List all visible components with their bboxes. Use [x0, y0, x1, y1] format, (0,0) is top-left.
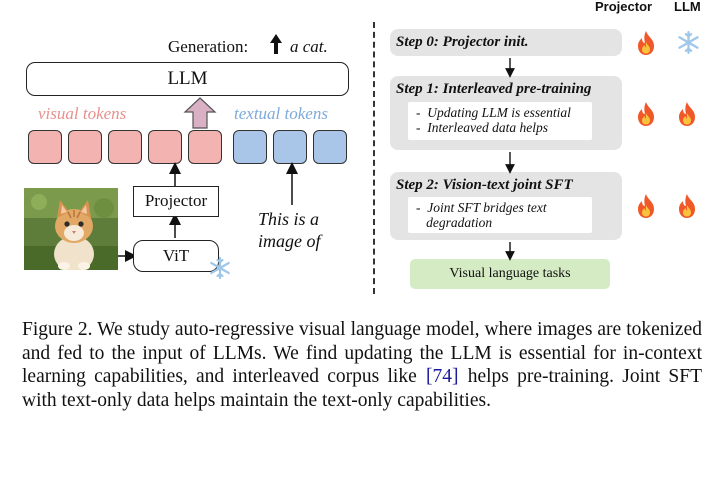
- snowflake-icon: [208, 256, 232, 280]
- fire-icon: [635, 101, 657, 127]
- textual-token: [273, 130, 307, 164]
- flow-arrows: [505, 58, 515, 261]
- text-input-line-1: This is a: [258, 209, 320, 229]
- fire-icon: [676, 193, 698, 219]
- visual-token: [188, 130, 222, 164]
- bullet-item: - Updating LLM is essential: [416, 105, 571, 120]
- visual-token: [68, 130, 102, 164]
- generation-output: a cat.: [290, 37, 328, 56]
- caption-text-end: helps pre-training. Joint SFT with text-…: [22, 366, 703, 411]
- step-1-title: Step 1: Interleaved pre-training: [396, 81, 592, 97]
- text-input-line-2: image of: [258, 231, 321, 251]
- architecture-diagram: Generation: a cat. LLM visual tokens tex…: [0, 0, 365, 300]
- visual-token: [108, 130, 142, 164]
- textual-tokens-label: textual tokens: [234, 104, 328, 123]
- llm-block: LLM: [26, 62, 349, 96]
- vit-block: ViT: [133, 240, 219, 272]
- connector-arrows: [117, 162, 298, 262]
- visual-token: [148, 130, 182, 164]
- generation-label: Generation:: [168, 37, 249, 56]
- textual-token: [313, 130, 347, 164]
- training-pipeline: Projector LLM Step 0: Projector init. St…: [380, 0, 718, 300]
- caption-text: Figure 2. We study auto-regressive visua…: [22, 319, 702, 388]
- bullet-item: degradation: [426, 215, 493, 230]
- cat-image: [24, 188, 118, 270]
- citation-link[interactable]: [74]: [425, 366, 459, 388]
- fire-icon: [676, 101, 698, 127]
- projector-block: Projector: [133, 186, 219, 217]
- visual-tokens-label: visual tokens: [38, 104, 127, 123]
- figure-caption: Figure 2. We study auto-regressive visua…: [22, 318, 702, 412]
- divider: [373, 22, 375, 294]
- step-1-box: Step 1: Interleaved pre-training - Updat…: [390, 76, 622, 150]
- up-arrow-icon: [269, 33, 283, 55]
- header-projector: Projector: [595, 0, 653, 14]
- visual-token: [28, 130, 62, 164]
- bullet-item: - Joint SFT bridges text: [416, 200, 547, 215]
- header-llm: LLM: [674, 0, 701, 14]
- fire-icon: [635, 193, 657, 219]
- step-2-box: Step 2: Vision-text joint SFT - Joint SF…: [390, 172, 622, 240]
- step-2-title: Step 2: Vision-text joint SFT: [396, 177, 573, 193]
- result-box: Visual language tasks: [410, 259, 610, 289]
- step-0-title: Step 0: Projector init.: [396, 34, 529, 50]
- bullet-item: - Interleaved data helps: [416, 120, 548, 135]
- hollow-up-arrow-icon: [183, 97, 217, 129]
- step-2-bullets: - Joint SFT bridges text degradation: [408, 197, 592, 233]
- snowflake-icon: [676, 30, 701, 55]
- step-0-box: Step 0: Projector init.: [390, 29, 622, 56]
- fire-icon: [635, 30, 657, 56]
- step-1-bullets: - Updating LLM is essential - Interleave…: [408, 102, 592, 140]
- textual-token: [233, 130, 267, 164]
